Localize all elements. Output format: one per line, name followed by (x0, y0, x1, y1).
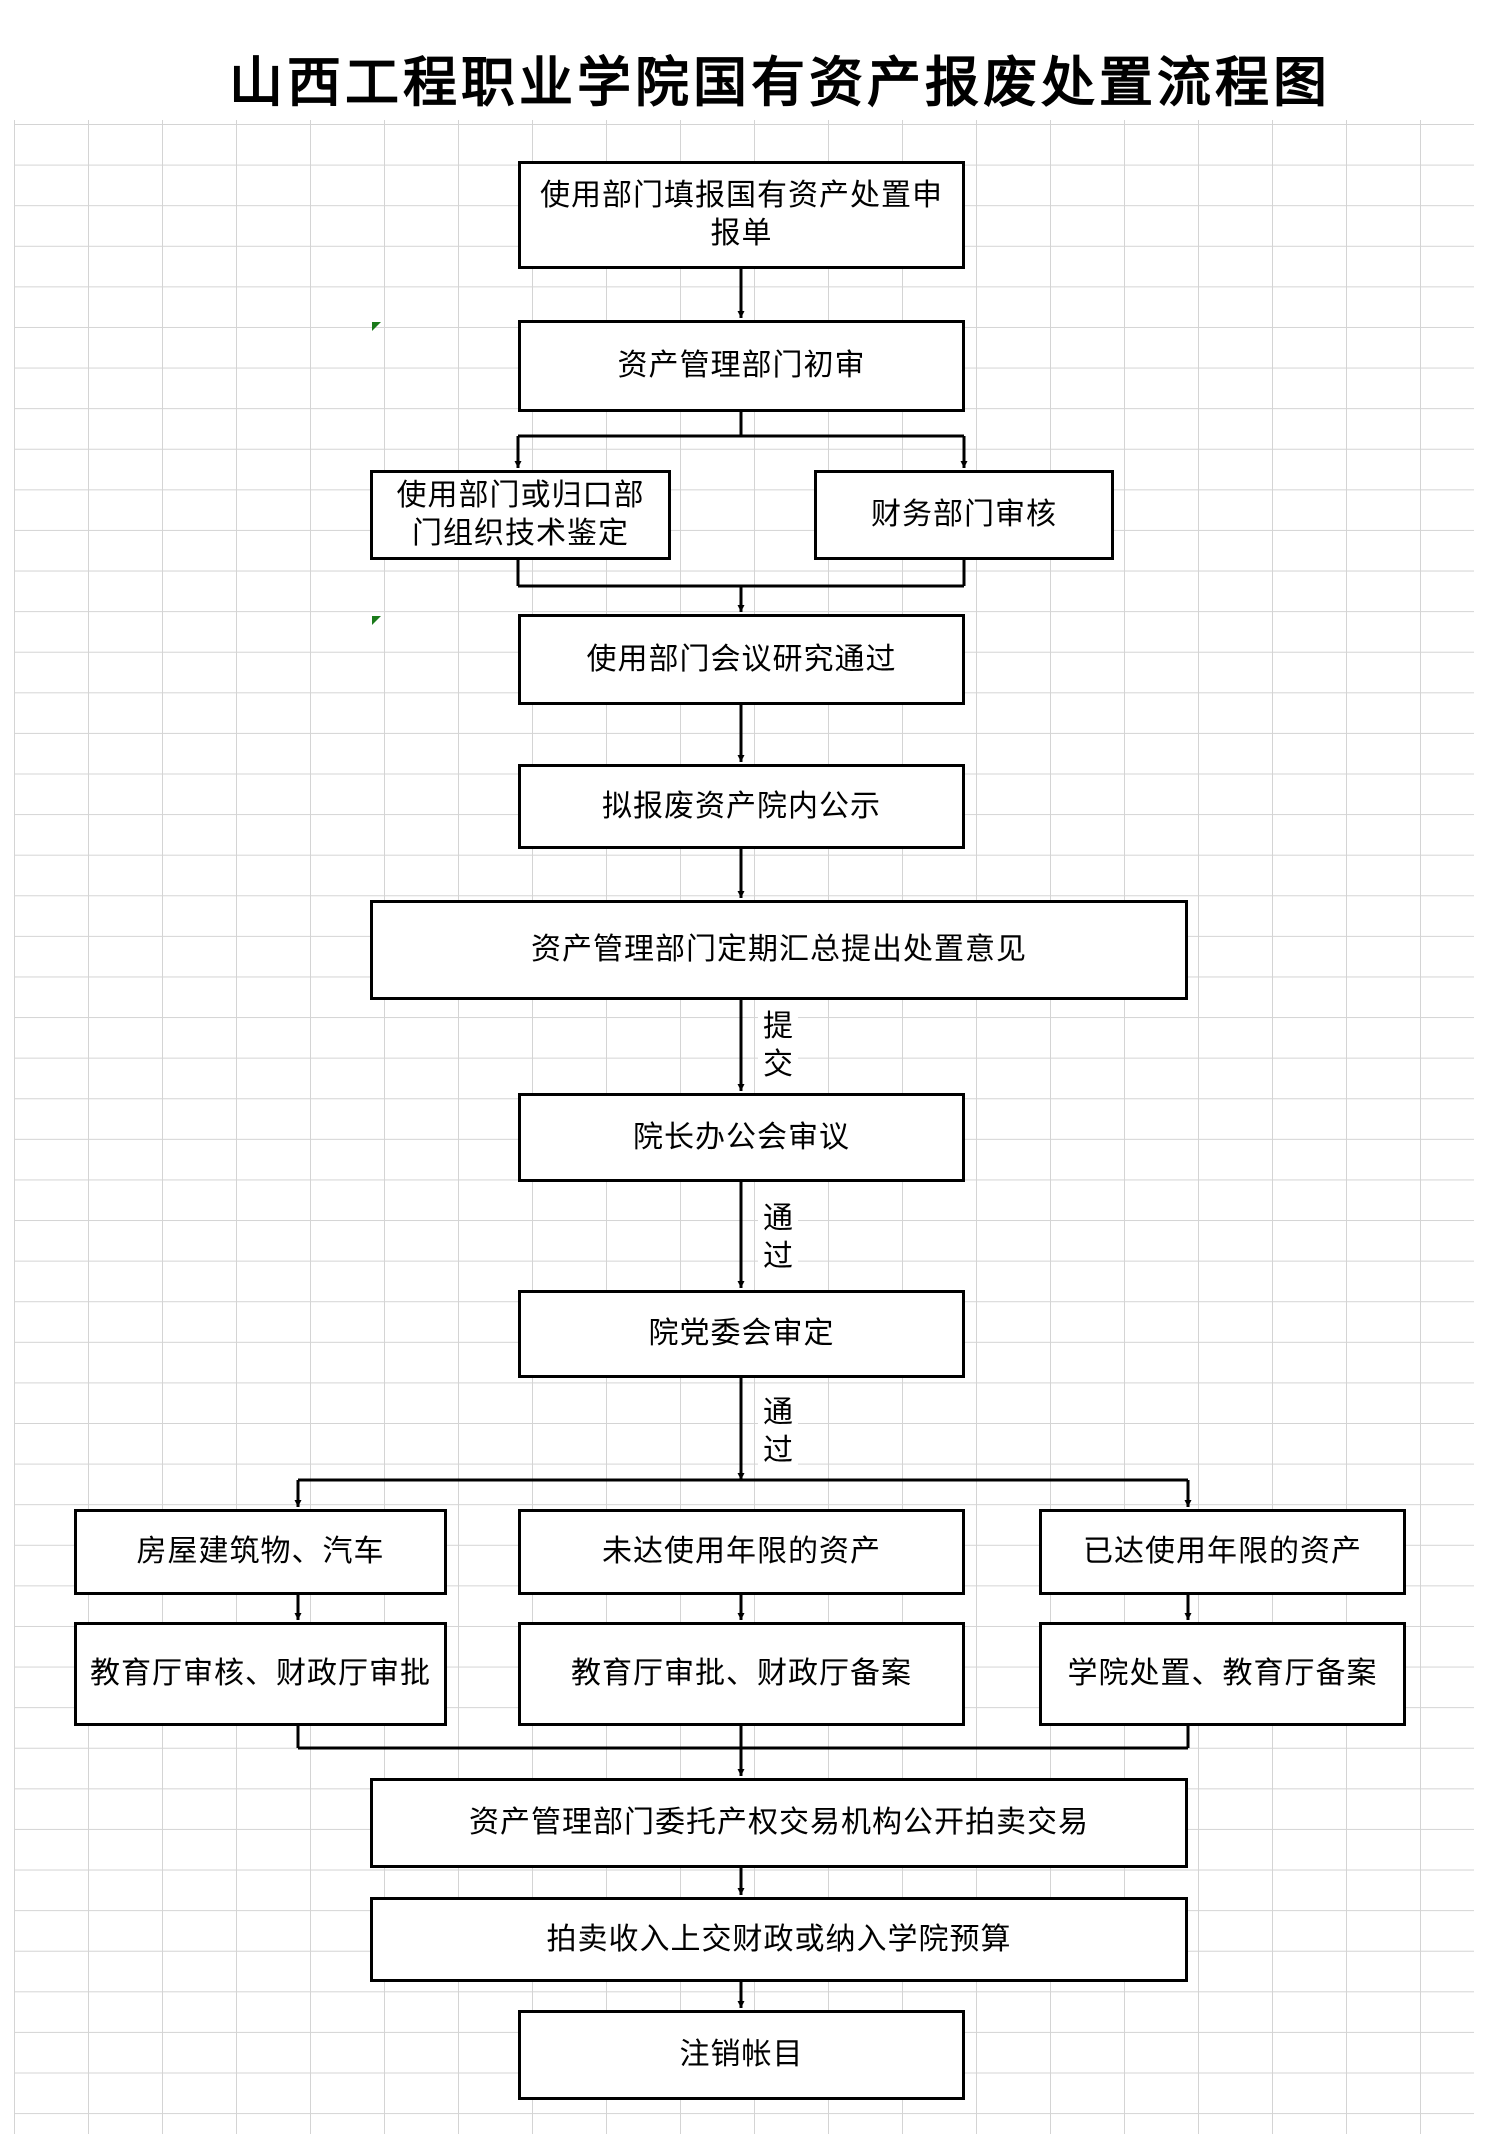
node-college-disposal: 学院处置、教育厅备案 (1039, 1622, 1406, 1726)
node-write-off: 注销帐目 (518, 2010, 965, 2100)
node-fill-application: 使用部门填报国有资产处置申报单 (518, 161, 965, 269)
node-department-meeting: 使用部门会议研究通过 (518, 614, 965, 705)
edge-label-pass: 通过 (758, 1200, 798, 1276)
page-title: 山西工程职业学院国有资产报废处置流程图 (229, 51, 1331, 114)
node-public-auction: 资产管理部门委托产权交易机构公开拍卖交易 (370, 1778, 1188, 1868)
node-public-notice: 拟报废资产院内公示 (518, 764, 965, 849)
node-party-committee: 院党委会审定 (518, 1290, 965, 1378)
edge-label-pass: 通过 (758, 1394, 798, 1470)
node-initial-review: 资产管理部门初审 (518, 320, 965, 412)
node-approval-record: 教育厅审批、财政厅备案 (518, 1622, 965, 1726)
node-finance-review: 财务部门审核 (814, 470, 1114, 560)
node-technical-appraisal: 使用部门或归口部门组织技术鉴定 (370, 470, 671, 560)
node-auction-income: 拍卖收入上交财政或纳入学院预算 (370, 1897, 1188, 1982)
edge-label-submit: 提交 (758, 1008, 798, 1084)
node-summary-opinion: 资产管理部门定期汇总提出处置意见 (370, 900, 1188, 1000)
node-expired-assets: 已达使用年限的资产 (1039, 1509, 1406, 1595)
node-buildings-vehicles: 房屋建筑物、汽车 (74, 1509, 447, 1595)
node-approval-education-finance: 教育厅审核、财政厅审批 (74, 1622, 447, 1726)
node-president-meeting: 院长办公会审议 (518, 1093, 965, 1182)
cell-marker (372, 616, 381, 625)
title-area (0, 0, 1486, 120)
cell-marker (372, 322, 381, 331)
node-not-expired-assets: 未达使用年限的资产 (518, 1509, 965, 1595)
